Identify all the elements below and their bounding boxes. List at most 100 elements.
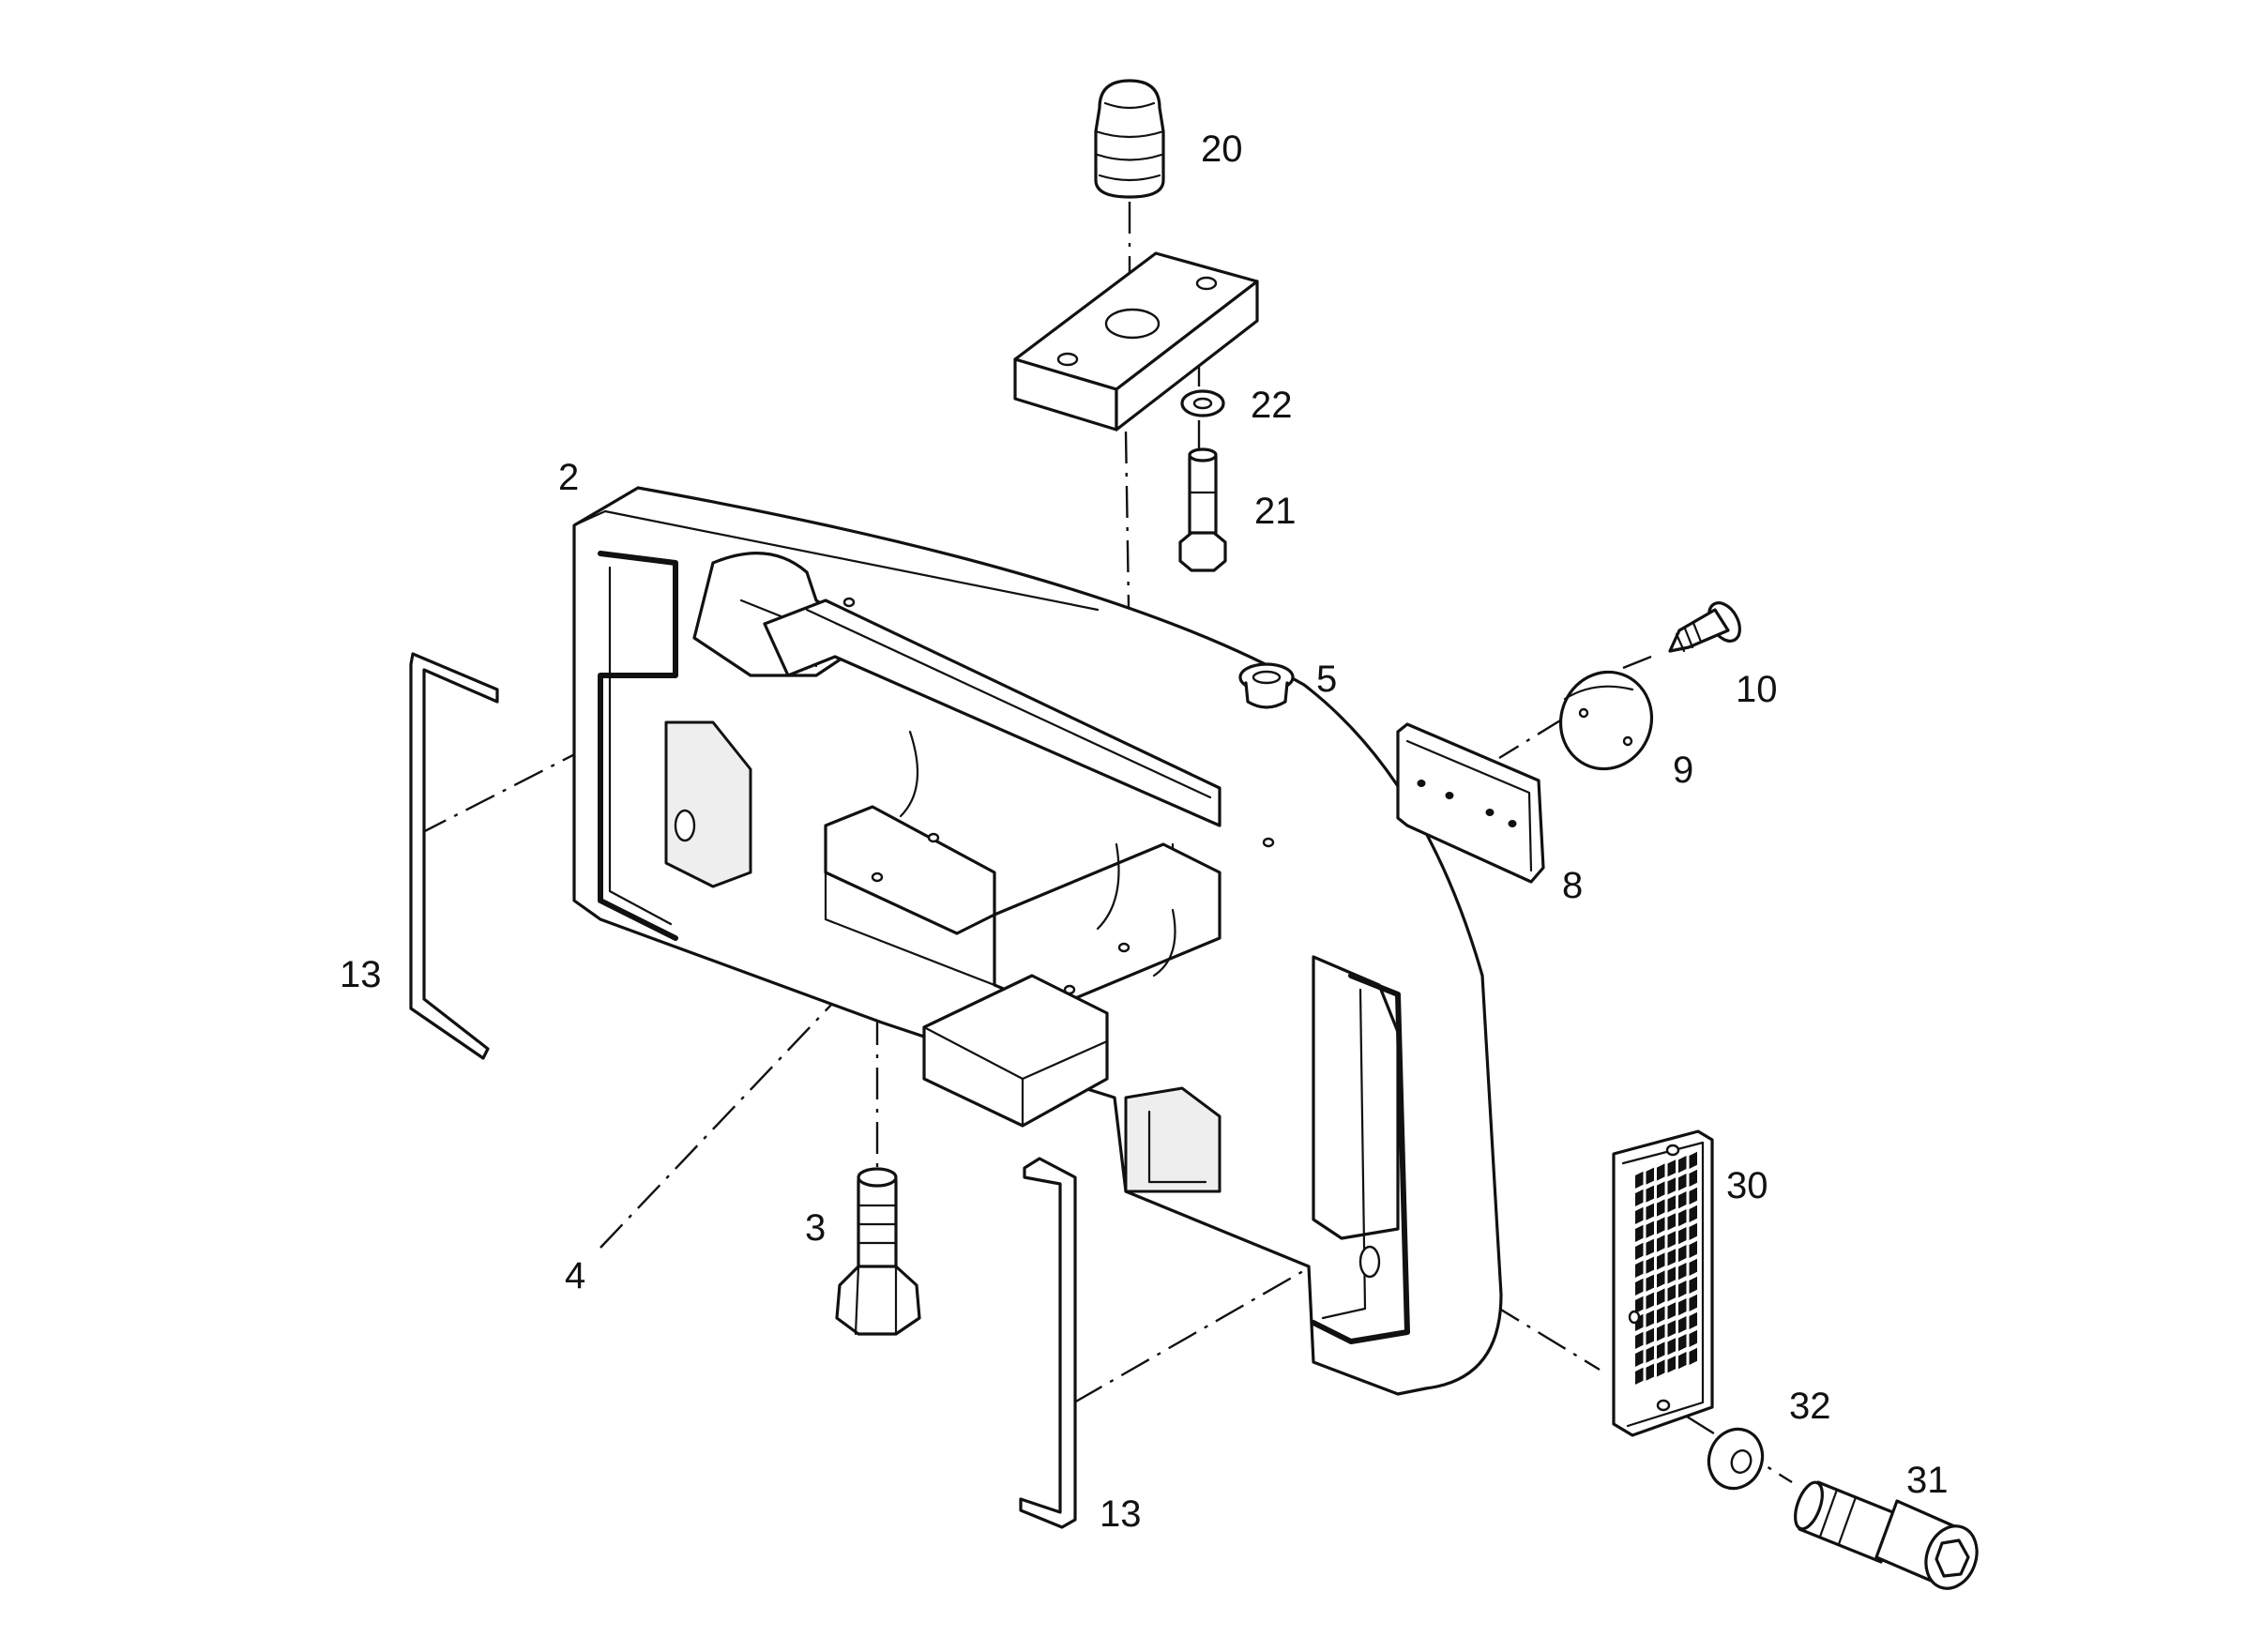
grille-cell (1667, 1284, 1676, 1302)
grille-cell (1678, 1298, 1687, 1316)
grille-cell (1635, 1206, 1644, 1224)
grille-cell (1678, 1209, 1687, 1227)
callout-13-bottom: 13 (1100, 1493, 1142, 1535)
grille-cell (1667, 1213, 1676, 1231)
callout-20: 20 (1201, 129, 1243, 170)
callout-10: 10 (1736, 669, 1778, 710)
grille-cell (1689, 1276, 1697, 1294)
grille-cell (1689, 1187, 1697, 1205)
grille-cell (1657, 1359, 1665, 1377)
grille-cell (1689, 1294, 1697, 1311)
grille-cell (1646, 1274, 1654, 1292)
washer-part-22 (1180, 389, 1225, 417)
grille-cell (1657, 1252, 1665, 1270)
grille-cell (1635, 1189, 1644, 1206)
grille-cell (1646, 1292, 1654, 1310)
callout-30: 30 (1726, 1165, 1768, 1206)
grille-cell (1657, 1270, 1665, 1288)
grille-cell (1667, 1195, 1676, 1213)
grille-cell (1646, 1203, 1654, 1220)
grille-cell (1689, 1347, 1697, 1365)
grille-cell (1657, 1163, 1665, 1181)
washer-part-32 (1707, 1427, 1765, 1491)
callout-9: 9 (1673, 750, 1693, 791)
grille-cell (1667, 1177, 1676, 1195)
grille-cell (1689, 1169, 1697, 1187)
leader-9-to-8 (1498, 716, 1566, 760)
grille-cell (1667, 1159, 1676, 1177)
grille-cell (1689, 1205, 1697, 1222)
grille-mesh (1635, 1151, 1697, 1385)
grille-cell (1667, 1266, 1676, 1284)
callout-labels: 20 22 21 2 5 10 9 8 13 30 3 4 32 31 13 (340, 129, 1949, 1535)
callout-31: 31 (1906, 1460, 1949, 1501)
grille-cell (1635, 1171, 1644, 1189)
grille-cell (1678, 1174, 1687, 1191)
leader-4 (599, 965, 869, 1249)
grille-cell (1646, 1220, 1654, 1238)
grille-cell (1657, 1341, 1665, 1359)
leader-30 (1491, 1302, 1601, 1372)
callout-5: 5 (1316, 659, 1337, 700)
grille-cell (1667, 1302, 1676, 1320)
grille-cell (1667, 1249, 1676, 1266)
grille-cell (1635, 1224, 1644, 1242)
grille-cell (1635, 1242, 1644, 1260)
grille-cell (1646, 1238, 1654, 1256)
grille-cell (1657, 1217, 1665, 1235)
callout-8: 8 (1562, 865, 1583, 906)
grille-cell (1689, 1311, 1697, 1329)
callout-22: 22 (1251, 385, 1293, 426)
rod-part-13-left (409, 652, 499, 1060)
grille-cell (1646, 1256, 1654, 1274)
grille-cell (1678, 1352, 1687, 1370)
bolt-part-3 (835, 1167, 921, 1336)
grille-cell (1635, 1367, 1644, 1385)
grille-cell (1646, 1363, 1654, 1381)
grille-cell (1689, 1258, 1697, 1276)
grille-cell (1678, 1263, 1687, 1281)
grille-cell (1689, 1240, 1697, 1258)
bolt-part-21 (1178, 447, 1227, 572)
grille-cell (1657, 1235, 1665, 1252)
grille-cell (1657, 1306, 1665, 1324)
grille-cell (1646, 1327, 1654, 1345)
grille-cell (1678, 1156, 1687, 1174)
grille-cell (1635, 1278, 1644, 1296)
grille-cell (1667, 1320, 1676, 1338)
leader-13-left (417, 739, 601, 837)
grille-cell (1635, 1260, 1644, 1278)
grille-cell (1657, 1324, 1665, 1341)
grille-cell (1689, 1329, 1697, 1347)
grille-cell (1678, 1245, 1687, 1263)
callout-4: 4 (565, 1255, 585, 1296)
grille-cell (1689, 1151, 1697, 1169)
callout-2: 2 (558, 457, 579, 498)
grille-part-30 (1612, 1129, 1714, 1437)
grille-cell (1635, 1331, 1644, 1349)
grille-cell (1678, 1334, 1687, 1352)
grille-cell (1657, 1199, 1665, 1217)
leader-10-to-9 (1622, 655, 1652, 670)
rod-part-13-bottom (1019, 1157, 1077, 1529)
callout-21: 21 (1254, 491, 1297, 532)
buffer-part-20 (1094, 79, 1165, 199)
grille-cell (1646, 1167, 1654, 1185)
callout-3: 3 (805, 1207, 826, 1249)
grille-cell (1678, 1191, 1687, 1209)
grille-cell (1689, 1222, 1697, 1240)
callout-32: 32 (1789, 1386, 1831, 1427)
grille-cell (1635, 1296, 1644, 1313)
grille-cell (1678, 1227, 1687, 1245)
grille-cell (1646, 1310, 1654, 1327)
grille-cell (1646, 1345, 1654, 1363)
counterweight-body-part-2 (572, 486, 1503, 1396)
callout-13-left: 13 (340, 954, 382, 995)
grille-cell (1667, 1356, 1676, 1373)
grille-cell (1667, 1338, 1676, 1356)
screw-part-31 (1794, 1480, 1979, 1590)
disc-part-9 (1558, 670, 1654, 771)
grille-cell (1635, 1349, 1644, 1367)
grille-cell (1678, 1281, 1687, 1298)
